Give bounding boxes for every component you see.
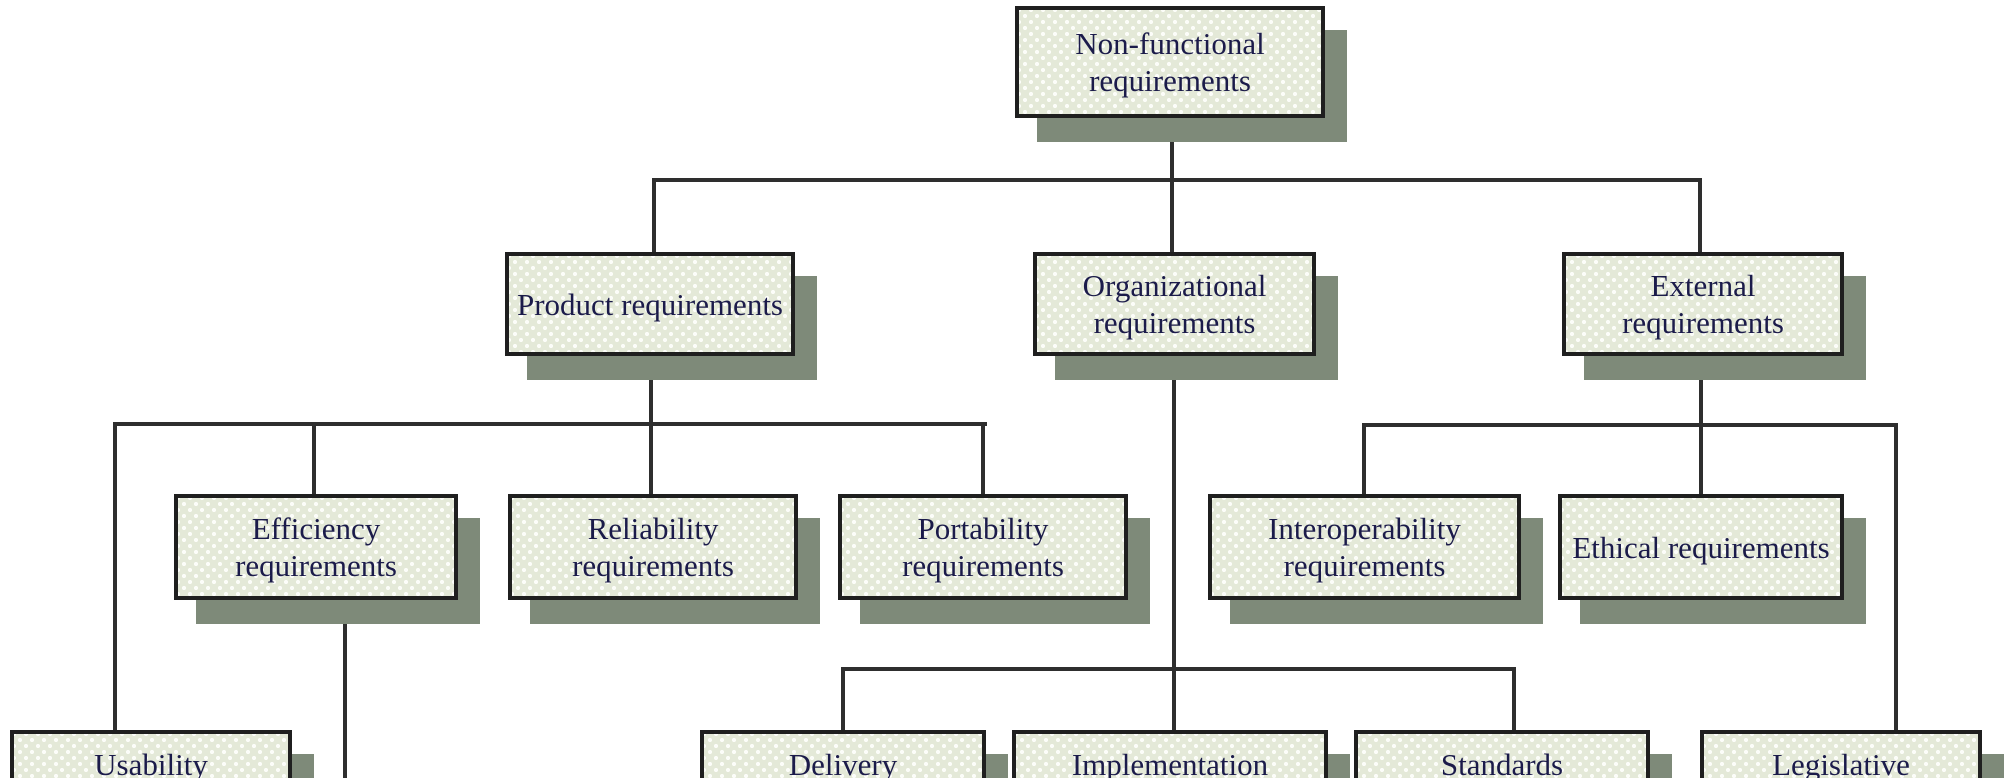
node-efficiency-requirements: Efficiency requirements: [174, 494, 458, 600]
connector-nfr-down: [1170, 118, 1174, 252]
connector-efficiency-top: [312, 422, 316, 494]
node-label: Ethical requirements: [1572, 529, 1830, 565]
node-label: Product requirements: [516, 286, 783, 322]
connector-usability-drop: [113, 422, 117, 730]
node-label: Portability requirements: [902, 511, 1064, 583]
node-legislative: Legislative: [1700, 730, 1982, 778]
node-organizational-requirements: Organizational requirements: [1033, 252, 1316, 356]
node-label: Legislative: [1772, 747, 1910, 778]
node-standards: Standards: [1354, 730, 1650, 778]
connector-efficiency-down: [343, 600, 347, 778]
node-interoperability-requirements: Interoperability requirements: [1208, 494, 1521, 600]
connector-legislative-drop: [1894, 423, 1898, 733]
node-label: Efficiency requirements: [235, 511, 397, 583]
connector-product-children-bar: [115, 422, 987, 426]
node-delivery: Delivery: [700, 730, 986, 778]
connector-delivery-top: [841, 667, 845, 730]
node-label: External requirements: [1622, 268, 1784, 340]
node-implementation: Implementation: [1012, 730, 1328, 778]
connector-product-top: [652, 178, 656, 252]
node-usability: Usability: [10, 730, 292, 778]
node-label: Interoperability requirements: [1268, 511, 1461, 583]
node-external-requirements: External requirements: [1562, 252, 1844, 356]
connector-interoperability-top: [1362, 423, 1366, 494]
connector-organizational-children-bar: [843, 667, 1516, 671]
connector-level1-bar: [654, 178, 1702, 182]
node-non-functional-requirements: Non-functional requirements: [1015, 6, 1325, 118]
node-label: Standards: [1440, 747, 1564, 778]
node-ethical-requirements: Ethical requirements: [1558, 494, 1844, 600]
connector-standards-top: [1512, 667, 1516, 730]
connector-external-children-bar: [1364, 423, 1898, 427]
node-label: Implementation: [1071, 747, 1269, 778]
node-portability-requirements: Portability requirements: [838, 494, 1128, 600]
node-label: Organizational requirements: [1082, 268, 1267, 340]
node-label: Delivery: [788, 747, 898, 778]
connector-portability-top: [981, 422, 985, 494]
node-label: Reliability requirements: [572, 511, 734, 583]
node-label: Non-functional requirements: [1075, 26, 1265, 98]
node-label: Usability: [94, 747, 208, 778]
node-product-requirements: Product requirements: [505, 252, 795, 356]
connector-external-top: [1698, 178, 1702, 252]
connector-organizational-down: [1172, 356, 1176, 730]
node-reliability-requirements: Reliability requirements: [508, 494, 798, 600]
